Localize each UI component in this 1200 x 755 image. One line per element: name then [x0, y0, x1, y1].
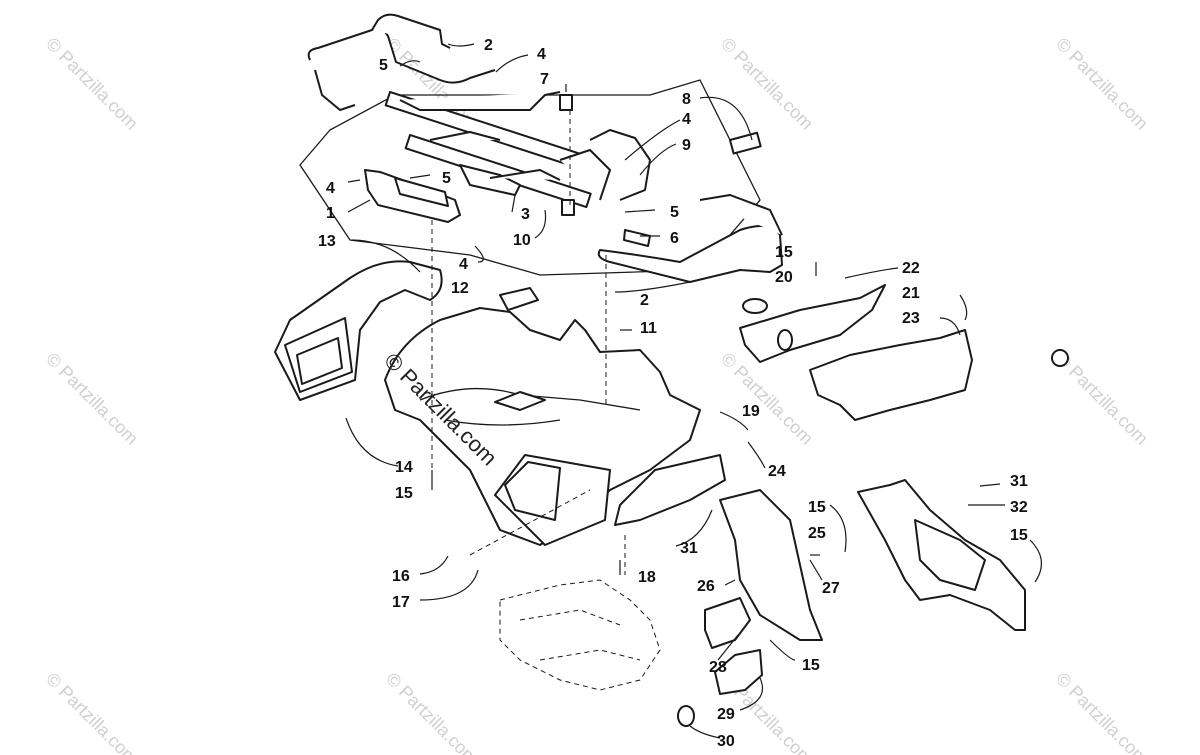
watermark-3: © Partzilla.com — [717, 34, 817, 134]
rear-tail-light-housing — [274, 260, 443, 401]
watermark-5: © Partzilla.com — [42, 349, 142, 449]
callout-31: 31 — [680, 540, 698, 557]
watermark-11: © Partzilla.com — [1052, 669, 1152, 755]
callout-15: 15 — [1010, 527, 1028, 544]
watermark-1: © Partzilla.com — [42, 34, 142, 134]
callout-3: 3 — [521, 206, 530, 223]
callout-21: 21 — [902, 285, 920, 302]
callout-5: 5 — [442, 170, 451, 187]
callout-22: 22 — [902, 260, 920, 277]
callout-8: 8 — [682, 91, 691, 108]
callout-32: 32 — [1010, 499, 1028, 516]
callout-30: 30 — [717, 733, 735, 750]
callout-25: 25 — [808, 525, 826, 542]
callout-28: 28 — [709, 659, 727, 676]
watermark-4: © Partzilla.com — [1052, 34, 1152, 134]
rear-rack — [307, 13, 783, 283]
callout-31: 31 — [1010, 473, 1028, 490]
watermark-8: © Partzilla.com — [42, 669, 142, 755]
callout-labels: 2 4 5 7 8 4 9 5 4 1 3 10 5 6 13 4 12 2 1… — [318, 37, 1028, 750]
watermark-7: © Partzilla.com — [1052, 349, 1152, 449]
callout-20: 20 — [775, 269, 793, 286]
side-panel-lower — [809, 329, 1069, 421]
callout-15: 15 — [808, 499, 826, 516]
callout-11: 11 — [640, 320, 657, 337]
callout-14: 14 — [395, 459, 413, 476]
callout-4: 4 — [682, 111, 691, 128]
callout-29: 29 — [717, 706, 735, 723]
callout-2: 2 — [484, 37, 493, 54]
alignment-lines — [431, 110, 626, 575]
callout-24: 24 — [768, 463, 786, 480]
callout-4: 4 — [459, 256, 468, 273]
callout-13: 13 — [318, 233, 336, 250]
callout-6: 6 — [670, 230, 679, 247]
callout-12: 12 — [451, 280, 469, 297]
lower-brackets — [677, 597, 763, 727]
right-side-shield — [857, 479, 1026, 631]
watermark-9: © Partzilla.com — [382, 669, 482, 755]
callout-5: 5 — [670, 204, 679, 221]
callout-15: 15 — [802, 657, 820, 674]
callout-7: 7 — [540, 71, 549, 88]
leader-lines — [345, 43, 1042, 739]
mud-flap — [614, 454, 823, 641]
callout-2: 2 — [640, 292, 649, 309]
callout-15: 15 — [775, 244, 793, 261]
callout-5: 5 — [379, 57, 388, 74]
callout-27: 27 — [822, 580, 840, 597]
callout-10: 10 — [513, 232, 531, 249]
callout-15: 15 — [395, 485, 413, 502]
callout-19: 19 — [742, 403, 760, 420]
side-panel-upper — [739, 284, 886, 363]
callout-9: 9 — [682, 137, 691, 154]
frame-section — [499, 579, 661, 691]
callout-16: 16 — [392, 568, 410, 585]
callout-1: 1 — [326, 205, 335, 222]
callout-4: 4 — [326, 180, 335, 197]
rear-fender — [384, 287, 701, 546]
callout-4: 4 — [537, 46, 546, 63]
callout-18: 18 — [638, 569, 656, 586]
callout-26: 26 — [697, 578, 715, 595]
callout-23: 23 — [902, 310, 920, 327]
callout-17: 17 — [392, 594, 410, 611]
watermark-6: © Partzilla.com — [717, 349, 817, 449]
